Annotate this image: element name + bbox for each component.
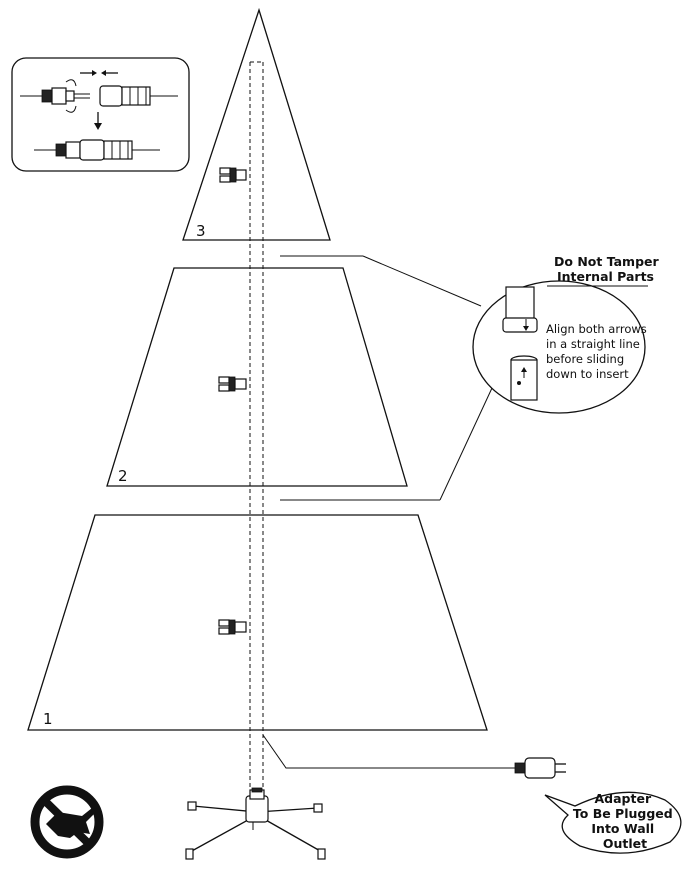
pole-connector-icon [218, 619, 247, 635]
pole-connector-icon [218, 376, 247, 392]
connector-separated-icon [20, 70, 178, 113]
tamper-warning-line1: Do Not Tamper [554, 254, 659, 269]
adapter-line3: Into Wall [591, 821, 654, 836]
svg-text:Adapter To Be Plugged: Adapter To Be Plugged Into Wall Outlet [573, 791, 677, 851]
adapter-line4: Outlet [603, 836, 647, 851]
pole-connector-icon [219, 167, 247, 183]
center-pole [249, 61, 264, 795]
adapter-line2: To Be Plugged [573, 806, 673, 821]
callout-leaders [280, 255, 493, 501]
pole-joint-callout: Do Not Tamper Internal Parts Align both … [472, 254, 659, 414]
tree-section-2: 2 [106, 267, 408, 487]
connector-joined-icon [34, 139, 160, 161]
section-2-label: 2 [118, 467, 128, 485]
power-cord [262, 734, 515, 769]
svg-text:Align both arrows in a s: Align both arrows in a straight line bef… [546, 322, 650, 381]
tree-section-1: 1 [27, 514, 488, 731]
tree-stand-icon [185, 787, 326, 860]
adapter-bubble: Adapter To Be Plugged Into Wall Outlet [544, 791, 682, 854]
tamper-warning-line2: Internal Parts [557, 269, 654, 284]
align-note-line3: before sliding [546, 352, 624, 366]
align-note-line4: down to insert [546, 367, 629, 381]
lower-pole-icon [510, 355, 538, 401]
connector-inset [11, 57, 190, 172]
section-1-label: 1 [43, 710, 53, 728]
no-tools-prohibition-icon [30, 785, 104, 859]
adapter-line1: Adapter [595, 791, 652, 806]
tree-section-3: 3 [182, 7, 331, 241]
align-note-line1: Align both arrows [546, 322, 647, 336]
power-adapter-plug-icon [514, 757, 566, 779]
align-note-line2: in a straight line [546, 337, 640, 351]
upper-pole-icon [502, 286, 538, 333]
section-3-label: 3 [196, 222, 206, 240]
